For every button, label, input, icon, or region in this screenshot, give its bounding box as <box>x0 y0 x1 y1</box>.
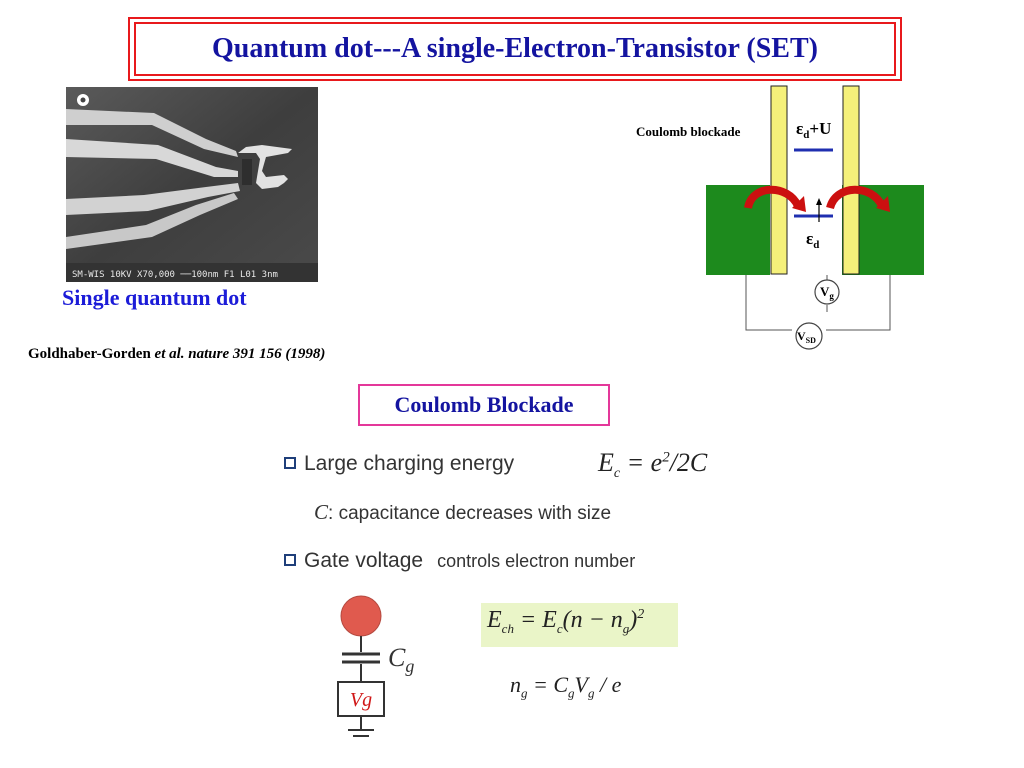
gate-voltage-label: Vg <box>820 284 834 301</box>
citation-authors: Goldhaber-Gorden <box>28 346 151 362</box>
voltage-source-box <box>337 681 385 717</box>
sem-info-text: SM-WIS 10KV X70,000 ──100nm F1 L01 3nm <box>72 270 278 280</box>
checkbox-bullet-icon <box>284 554 296 566</box>
capacitance-note: C: capacitance decreases with size <box>314 500 612 524</box>
sd-wire-left <box>745 275 792 331</box>
sd-voltage-source <box>795 322 823 350</box>
bullet-gate-voltage-desc: controls electron number <box>437 551 636 571</box>
blockade-label: Coulomb blockade <box>636 124 741 139</box>
sem-micrograph: SM-WIS 10KV X70,000 ──100nm F1 L01 3nm <box>66 87 318 282</box>
title-frame: Quantum dot---A single-Electron-Transist… <box>134 22 896 76</box>
capacitor-label: Cg <box>388 643 414 676</box>
equation-charging-energy: Ec = e2/2C <box>598 448 708 482</box>
level-upper-label: εd+U <box>796 119 831 141</box>
sem-dot-gap <box>242 159 252 185</box>
coulomb-blockade-box: Coulomb Blockade <box>358 384 610 426</box>
equation-highlight <box>481 603 678 647</box>
sd-voltage-label: VSD <box>797 329 816 345</box>
gate-voltage-source <box>814 279 840 305</box>
tunnel-arrow-left <box>744 185 802 210</box>
gate-circuit-diagram: Vg Cg <box>337 595 414 737</box>
bullet-charging-energy: Large charging energy <box>284 452 514 476</box>
slide-title: Quantum dot---A single-Electron-Transist… <box>212 33 818 64</box>
quantum-dot-icon <box>340 595 382 637</box>
coulomb-blockade-heading: Coulomb Blockade <box>394 392 574 417</box>
bullet-gate-voltage: Gate voltage controls electron number <box>284 549 635 573</box>
bullet-gate-voltage-text: Gate voltage <box>304 549 424 572</box>
set-device-diagram: Coulomb blockade εd+U εd Vg VSD <box>636 85 924 350</box>
bullet-charging-energy-text: Large charging energy <box>304 452 515 475</box>
level-lower-label: εd <box>806 229 819 251</box>
sem-electrode-lower-mid <box>66 183 240 215</box>
voltage-source-label: Vg <box>350 689 372 711</box>
sem-electrode-upper-mid <box>66 139 238 177</box>
sem-electrode-lower <box>66 193 238 249</box>
sd-wire-right <box>826 275 891 331</box>
checkbox-bullet-icon <box>284 457 296 469</box>
sem-info-bar <box>66 263 318 282</box>
tunnel-barrier-right <box>842 85 860 275</box>
citation-journal: nature 391 156 (1998) <box>188 346 326 362</box>
sem-dot-gates <box>238 145 292 189</box>
sem-electrode-upper <box>66 109 238 157</box>
tunnel-arrow-right <box>826 185 886 210</box>
citation: Goldhaber-Gorden et al. nature 391 156 (… <box>28 346 325 363</box>
equation-charging-energy-gate: Ech = Ec(n − ng)2 <box>487 607 645 636</box>
sem-caption: Single quantum dot <box>62 285 247 310</box>
equation-gate-charge: ng = CgVg / e <box>510 672 622 701</box>
title-frame-outer <box>128 17 902 81</box>
citation-etal: et al. <box>154 346 185 362</box>
tunnel-barrier-left <box>770 85 788 275</box>
